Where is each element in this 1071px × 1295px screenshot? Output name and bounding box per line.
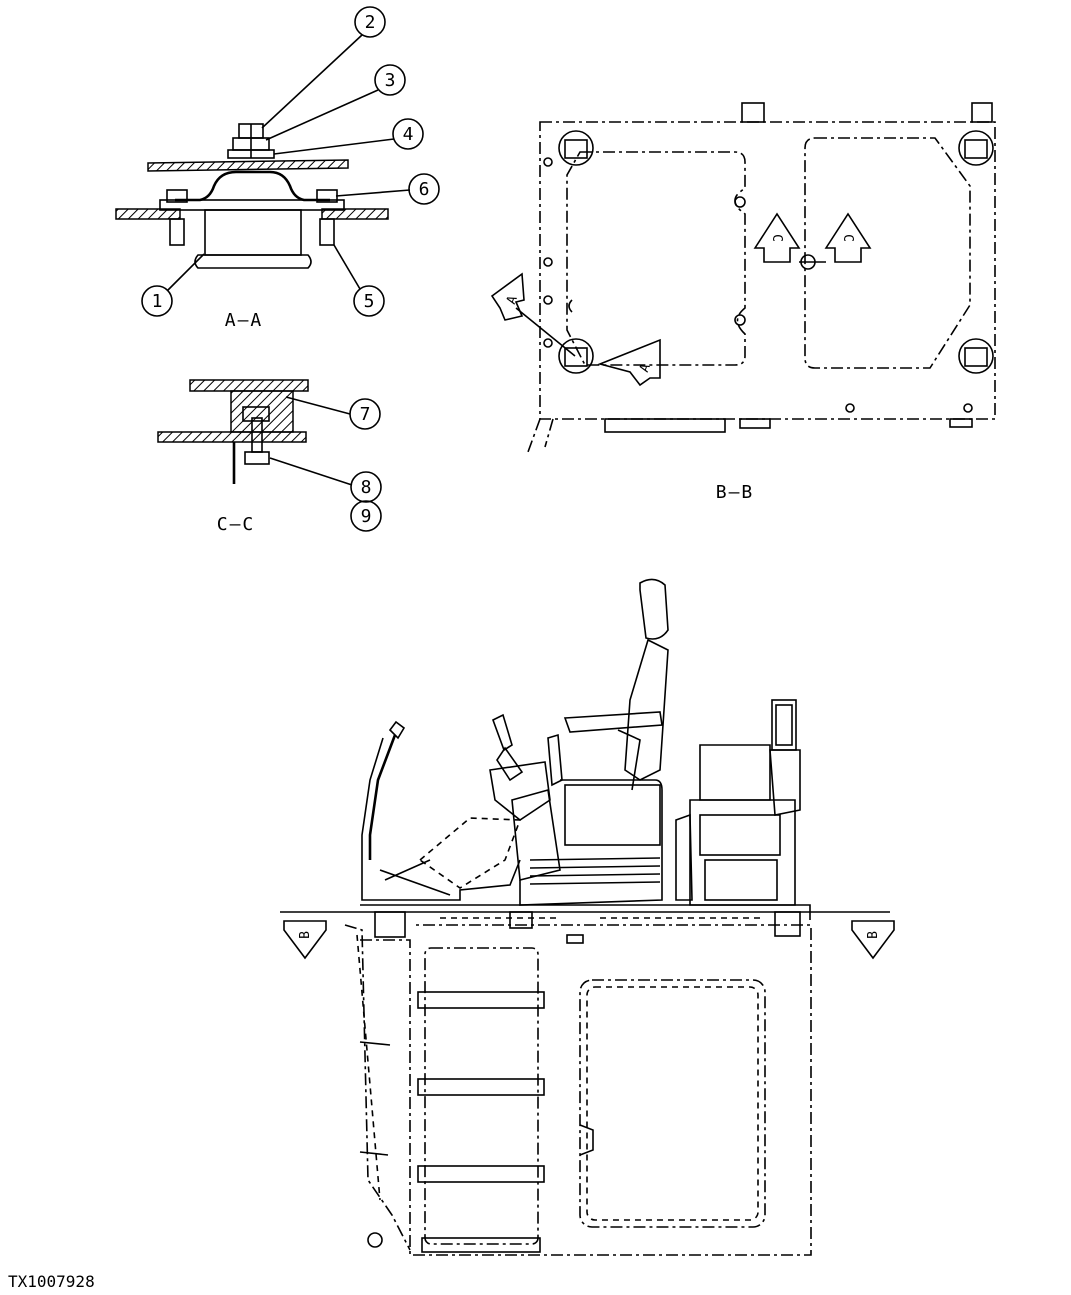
callout-8: 8 xyxy=(350,471,382,503)
view-label-c-c: C–C xyxy=(217,514,256,535)
callout-3: 3 xyxy=(374,64,406,96)
section-a-a-drawing xyxy=(115,123,389,269)
section-marker-b-right: B xyxy=(866,931,881,939)
callout-leaders-c xyxy=(269,396,353,486)
callout-6: 6 xyxy=(408,173,440,205)
section-b-b-drawing xyxy=(490,102,996,453)
view-label-b-b: B–B xyxy=(716,482,755,503)
main-assembly-drawing xyxy=(280,578,895,1256)
svg-text:6: 6 xyxy=(419,179,430,200)
section-marker-b-left: B xyxy=(298,931,313,939)
callout-leaders-a xyxy=(167,34,411,291)
svg-text:8: 8 xyxy=(361,477,372,498)
callout-7: 7 xyxy=(349,398,381,430)
callout-1: 1 xyxy=(141,285,173,317)
svg-text:9: 9 xyxy=(361,506,372,527)
section-marker-a-right: A xyxy=(637,362,654,375)
section-c-c-drawing xyxy=(157,379,309,484)
callout-2: 2 xyxy=(354,6,386,38)
view-label-a-a: A–A xyxy=(225,310,264,331)
svg-text:3: 3 xyxy=(385,70,396,91)
section-marker-a-left: A xyxy=(504,294,521,307)
figure-id-label: TX1007928 xyxy=(8,1272,95,1291)
callout-4: 4 xyxy=(392,118,424,150)
callout-9: 9 xyxy=(350,500,382,532)
section-marker-c-right: C xyxy=(840,234,855,242)
svg-text:5: 5 xyxy=(364,291,375,312)
svg-text:4: 4 xyxy=(403,124,414,145)
svg-text:7: 7 xyxy=(360,404,371,425)
section-marker-c-left: C xyxy=(769,234,784,242)
svg-text:1: 1 xyxy=(152,291,163,312)
svg-text:2: 2 xyxy=(365,12,376,33)
callout-5: 5 xyxy=(353,285,385,317)
